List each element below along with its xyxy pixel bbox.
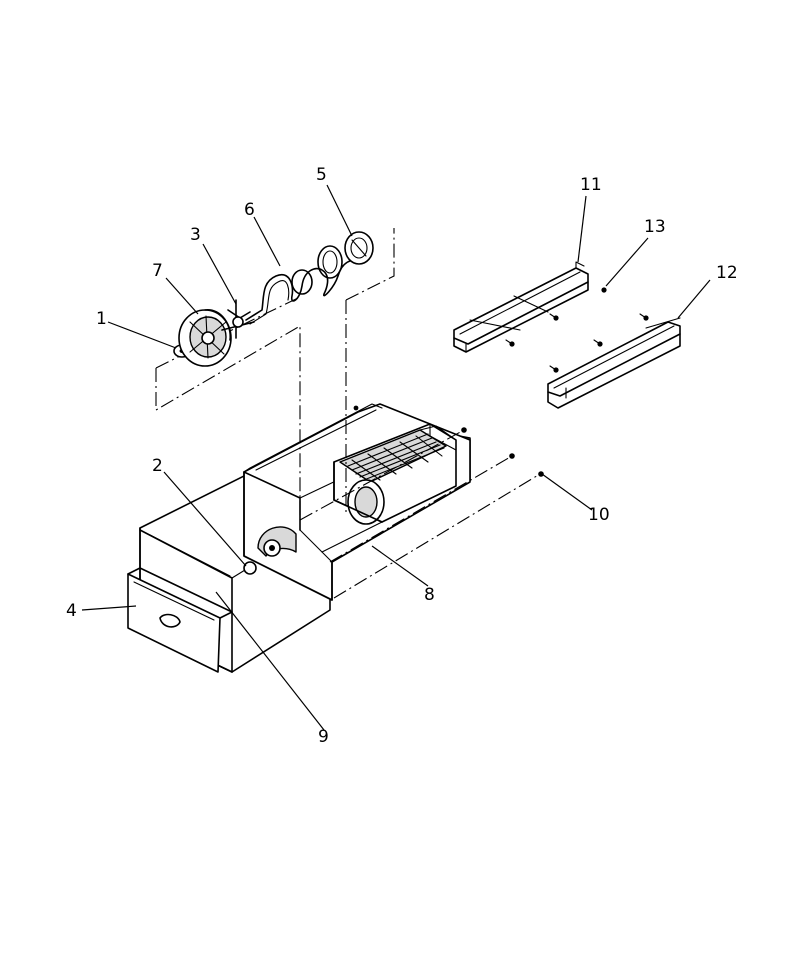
callout-11: 11 bbox=[580, 175, 602, 195]
ice-container-housing bbox=[127, 403, 471, 673]
callout-9: 9 bbox=[318, 727, 329, 747]
auger-motor-parts bbox=[155, 228, 395, 520]
slide-rails bbox=[453, 261, 681, 409]
callout-3: 3 bbox=[190, 225, 201, 245]
leader-lines bbox=[81, 184, 711, 731]
callout-10: 10 bbox=[588, 505, 610, 525]
callout-labels: 1 2 3 4 5 6 7 8 9 10 11 12 13 bbox=[66, 165, 738, 747]
mounting-screws bbox=[299, 405, 544, 599]
callout-4: 4 bbox=[66, 601, 77, 621]
callout-12: 12 bbox=[716, 263, 738, 283]
callout-1: 1 bbox=[96, 309, 107, 329]
callout-5: 5 bbox=[316, 165, 327, 185]
callout-7: 7 bbox=[152, 261, 163, 281]
callout-2: 2 bbox=[152, 456, 163, 476]
callout-6: 6 bbox=[244, 200, 255, 220]
callout-13: 13 bbox=[644, 217, 666, 237]
callout-8: 8 bbox=[424, 585, 435, 605]
